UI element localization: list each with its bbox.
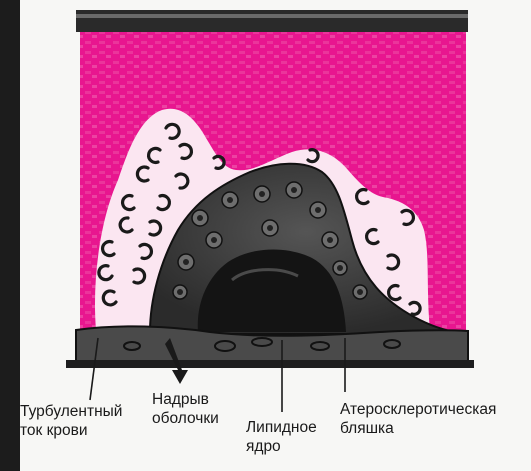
label-cap-rupture: Надрыв оболочки bbox=[152, 390, 219, 428]
upper-wall-highlight bbox=[76, 14, 468, 18]
label-cap-rupture-line2: оболочки bbox=[152, 409, 219, 428]
label-turbulent-flow-line2: ток крови bbox=[20, 421, 122, 440]
label-plaque: Атеросклеротическая бляшка bbox=[340, 400, 496, 438]
label-plaque-line2: бляшка bbox=[340, 419, 496, 438]
label-lipid-core: Липидное ядро bbox=[246, 418, 317, 456]
upper-vessel-wall bbox=[76, 10, 468, 32]
label-lipid-core-line1: Липидное bbox=[246, 418, 317, 437]
lower-wall-edge bbox=[66, 360, 474, 368]
label-cap-rupture-line1: Надрыв bbox=[152, 390, 219, 409]
label-turbulent-flow: Турбулентный ток крови bbox=[20, 402, 122, 440]
label-lipid-core-line2: ядро bbox=[246, 437, 317, 456]
label-turbulent-flow-line1: Турбулентный bbox=[20, 402, 122, 421]
label-plaque-line1: Атеросклеротическая bbox=[340, 400, 496, 419]
